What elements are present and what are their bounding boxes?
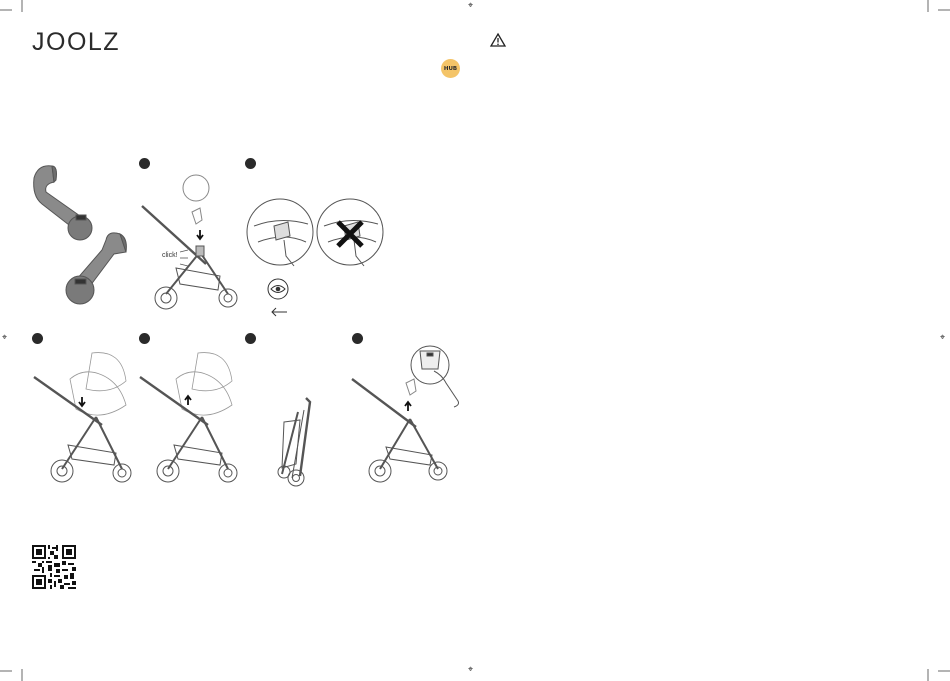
step-5-illustration — [270, 392, 330, 496]
step-2-illustration — [244, 196, 384, 320]
arrow-up-icon — [185, 396, 191, 405]
step-4-illustration — [136, 345, 241, 489]
warning-triangle-icon — [490, 32, 506, 51]
brand-logo: JOOLZ — [32, 28, 120, 57]
arrow-down-icon — [197, 230, 203, 239]
step-3-marker — [32, 333, 43, 344]
arrow-up-icon — [405, 402, 411, 411]
step-1-illustration — [136, 172, 246, 316]
step-2-marker — [245, 158, 256, 169]
step-4-marker — [139, 333, 150, 344]
step-1-marker — [139, 158, 150, 169]
step-6-illustration — [346, 345, 466, 489]
adapter-parts-illustration — [28, 158, 138, 312]
click-label: click! — [162, 252, 178, 259]
eye-check-icon — [267, 278, 289, 304]
qr-code-icon — [32, 545, 76, 593]
step-5-marker — [245, 333, 256, 344]
step-3-illustration — [30, 345, 135, 489]
arrow-down-icon — [79, 397, 85, 406]
hub-badge: HUB — [441, 59, 460, 78]
arrow-left-icon — [270, 302, 288, 321]
step-6-marker — [352, 333, 363, 344]
